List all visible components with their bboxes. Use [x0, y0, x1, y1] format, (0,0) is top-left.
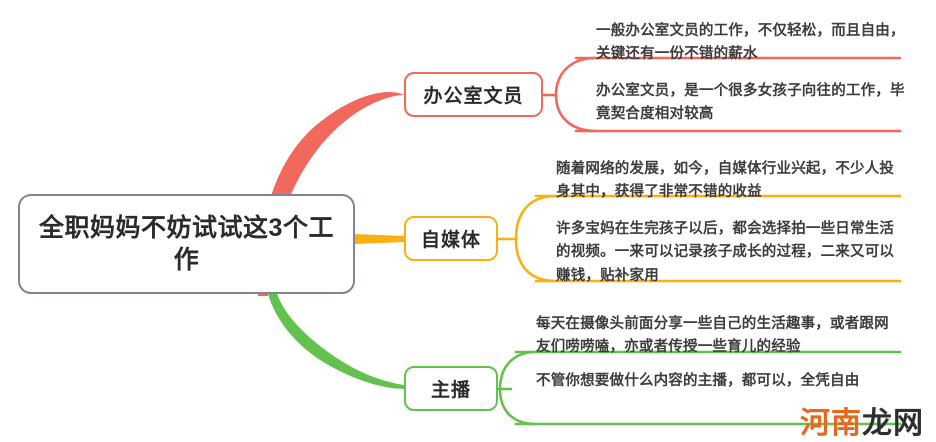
leaf-node[interactable]: 每天在摄像头前面分享一些自己的生活趣事，或者跟网友们唠唠嗑，亦或者传授一些育儿的… [536, 313, 902, 360]
branch-node-label: 自媒体 [420, 230, 481, 251]
bracket-curve-branch-2 [498, 350, 538, 426]
leaf-node[interactable]: 随着网络的发展，如今，自媒体行业兴起，不少人投身其中，获得了非常不错的收益 [556, 158, 906, 205]
leaf-node-text: 许多宝妈在生完孩子以后，都会选择拍一些日常生活的视频。一来可以记录孩子成长的过程… [556, 221, 895, 284]
bracket-curve-branch-1 [514, 194, 558, 283]
connector-root-to-branch-1 [355, 234, 404, 244]
branch-node-label: 主播 [430, 380, 471, 401]
leaf-node-text: 办公室文员，是一个很多女孩子向往的工作，毕竟契合度相对较高 [596, 83, 905, 123]
connector-root-to-branch-2 [268, 293, 404, 389]
leaf-node[interactable]: 办公室文员，是一个很多女孩子向往的工作，毕竟契合度相对较高 [596, 80, 906, 127]
branch-node-self-media[interactable]: 自媒体 [404, 216, 498, 261]
branch-node-office-clerk[interactable]: 办公室文员 [404, 72, 543, 117]
watermark-part-two: 龙网 [862, 407, 924, 440]
leaf-node-text: 不管你想要做什么内容的主播，都可以，全凭自由 [536, 373, 860, 389]
bracket-curve-branch-0 [554, 56, 598, 133]
leaf-node-text: 一般办公室文员的工作，不仅轻松，而且自由，关键还有一份不错的薪水 [596, 23, 905, 63]
root-node[interactable]: 全职妈妈不妨试试这3个工作 [18, 194, 355, 294]
watermark-part-one: 河南 [800, 407, 862, 440]
branch-node-label: 办公室文员 [423, 86, 524, 107]
root-node-label: 全职妈妈不妨试试这3个工作 [39, 214, 334, 274]
leaf-node-text: 随着网络的发展，如今，自媒体行业兴起，不少人投身其中，获得了非常不错的收益 [556, 161, 895, 201]
watermark: 河南龙网 [800, 398, 924, 442]
leaf-node-text: 每天在摄像头前面分享一些自己的生活趣事，或者跟网友们唠唠嗑，亦或者传授一些育儿的… [536, 316, 889, 356]
branch-node-anchor[interactable]: 主播 [404, 366, 498, 411]
leaf-node[interactable]: 不管你想要做什么内容的主播，都可以，全凭自由 [536, 370, 902, 393]
leaf-node[interactable]: 许多宝妈在生完孩子以后，都会选择拍一些日常生活的视频。一来可以记录孩子成长的过程… [556, 218, 906, 288]
leaf-node[interactable]: 一般办公室文员的工作，不仅轻松，而且自由，关键还有一份不错的薪水 [596, 20, 906, 67]
